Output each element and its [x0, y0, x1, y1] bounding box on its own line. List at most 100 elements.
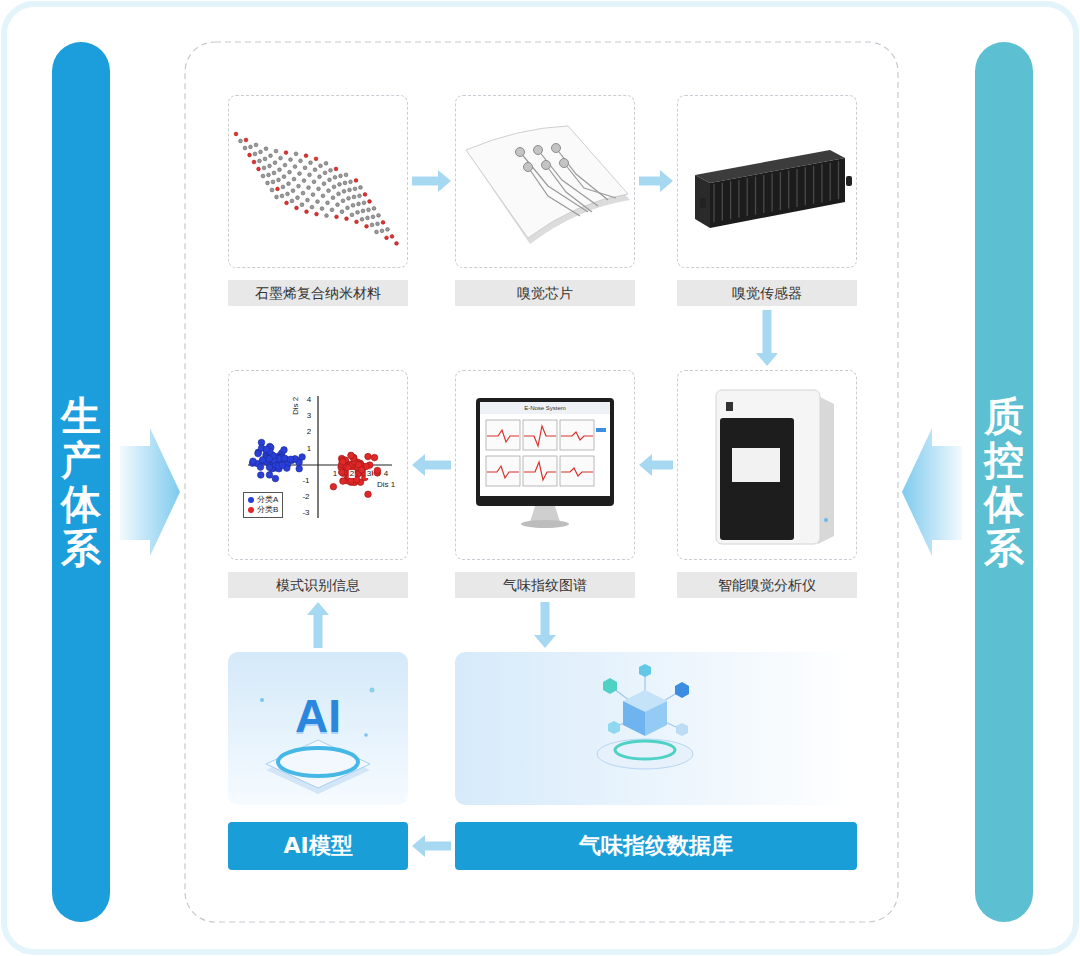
monitor-illustration-part-part: [561, 468, 593, 476]
data-point: [365, 453, 372, 460]
ai-card-art-part: [278, 748, 358, 776]
legend-swatch: [248, 507, 254, 513]
database-card-art-part: [676, 723, 688, 736]
monitor-illustration-part-part: [523, 456, 557, 486]
graphene-sheet: [234, 132, 398, 245]
database-card-art-part: [645, 701, 667, 736]
band-title: 生产体系: [61, 394, 101, 570]
atom: [334, 167, 338, 171]
atom: [286, 192, 290, 196]
flow-arrow: [756, 310, 778, 366]
monitor-illustration-part: [480, 402, 610, 496]
axis-label: -1: [301, 477, 310, 485]
atom: [340, 210, 344, 214]
atom: [297, 184, 301, 188]
monitor-illustration-part-part: [561, 432, 593, 440]
atom: [356, 210, 360, 214]
atom: [239, 139, 243, 143]
atom: [345, 217, 349, 221]
monitor-illustration-part: [486, 420, 594, 486]
sensor-illustration-part: [846, 176, 852, 186]
atom: [335, 215, 339, 219]
ai-card-art-part: [370, 688, 375, 693]
band-title: 质控体系: [984, 394, 1024, 570]
arrow-head: [660, 170, 673, 192]
card-label: 模式识别信息: [228, 572, 408, 598]
atom: [313, 168, 317, 172]
atom: [254, 143, 258, 147]
process-card: 嗅觉芯片: [455, 95, 635, 306]
database-card-art-part: [608, 721, 620, 734]
data-point: [272, 475, 279, 482]
analyzer-illustration-part: [716, 390, 820, 544]
data-point: [263, 447, 270, 454]
atom: [288, 170, 292, 174]
atom: [368, 200, 372, 204]
atom: [342, 189, 346, 193]
atom: [312, 180, 316, 184]
atom: [298, 172, 302, 176]
atom: [278, 168, 282, 172]
monitor-illustration-part: [530, 506, 560, 522]
data-point: [279, 462, 286, 469]
atom: [327, 189, 331, 193]
module-card: 气味指纹数据库: [455, 652, 857, 870]
monitor-illustration-part-part: [486, 456, 520, 486]
chip-illustration-part-part: [520, 152, 588, 212]
atom: [351, 203, 355, 207]
atom: [249, 145, 253, 149]
chip-illustration-part-part: [528, 167, 580, 216]
ai-card-art: [228, 652, 408, 805]
arrow-head: [412, 835, 425, 857]
axis-label: 2: [349, 470, 355, 478]
database-card-art-part: [603, 678, 617, 694]
arrow-shaft: [639, 177, 661, 186]
atom: [306, 198, 310, 202]
atom: [282, 175, 286, 179]
page-frame: [4, 4, 1076, 952]
atom: [329, 168, 333, 172]
atom: [328, 178, 332, 182]
atom: [269, 154, 273, 158]
atom: [302, 179, 306, 183]
system-band: 质控体系: [975, 42, 1033, 922]
atom: [358, 194, 362, 198]
atom: [395, 242, 399, 246]
atom: [280, 194, 284, 198]
analyzer-illustration-part: [720, 418, 794, 540]
atom: [267, 173, 271, 177]
scatter-plot-part: [249, 439, 380, 497]
screen-title: E-Nose System: [524, 405, 566, 411]
atom: [385, 236, 389, 240]
atom: [261, 174, 265, 178]
atom: [343, 181, 347, 185]
atom: [292, 177, 296, 181]
arrow-head: [534, 635, 556, 648]
monitor-illustration-part-part: [523, 420, 557, 450]
atom: [363, 193, 367, 197]
monitor-illustration-part-part: [524, 462, 556, 480]
flow-arrow: [412, 835, 451, 857]
axis-label: 1: [306, 445, 312, 453]
atom: [279, 156, 283, 160]
atom: [293, 165, 297, 169]
ai-card-art-part: [260, 698, 264, 702]
atom: [333, 175, 337, 179]
atom: [274, 149, 278, 153]
atom: [390, 235, 394, 239]
sensor-fin: [722, 183, 723, 221]
card-label: 嗅觉芯片: [455, 280, 635, 306]
atom: [377, 214, 381, 218]
atom: [257, 167, 261, 171]
flow-arrow: [639, 170, 673, 192]
process-card: 石墨烯复合纳米材料: [228, 95, 408, 306]
axis-label: -3: [301, 509, 310, 517]
database-card-art-part: [455, 652, 857, 805]
atom: [317, 187, 321, 191]
arrow-shaft: [651, 461, 673, 470]
atom: [371, 215, 375, 219]
ai-card-art-part: [228, 652, 408, 805]
axis-label: -2: [301, 493, 310, 501]
card-label: 气味指纹图谱: [455, 572, 635, 598]
arrow-head: [639, 454, 652, 476]
